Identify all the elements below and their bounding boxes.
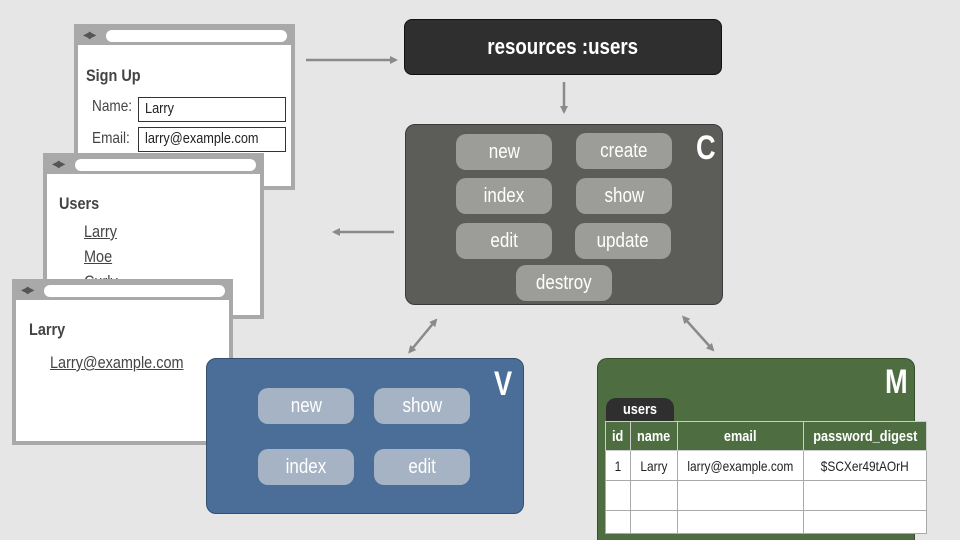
table-cell	[605, 510, 631, 534]
address-bar[interactable]	[44, 285, 225, 297]
browser-toolbar: ◀▶	[16, 283, 229, 300]
name-field-value: Larry	[145, 100, 175, 117]
back-forward-icon[interactable]: ◀▶	[52, 159, 65, 170]
table-cell	[802, 510, 928, 534]
users-table-tab: users	[606, 398, 674, 422]
controller-letter: C	[696, 129, 716, 167]
action-new[interactable]: new	[456, 134, 552, 170]
email-field[interactable]: larry@example.com	[138, 127, 286, 152]
controller-panel: C new create index show edit update dest…	[405, 124, 723, 305]
name-label: Name:	[92, 98, 133, 115]
table-cell: larry@example.com	[677, 450, 804, 481]
view-panel: V new show index edit	[206, 358, 524, 514]
arrow-controller-view	[408, 318, 438, 354]
name-field[interactable]: Larry	[138, 97, 286, 122]
table-cell: 1	[605, 450, 631, 481]
users-title: Users	[59, 194, 100, 213]
action-create[interactable]: create	[576, 133, 672, 169]
column-header: password_digest	[802, 421, 928, 451]
table-row: 1 Larry larry@example.com $SCXer49tAOrH	[605, 450, 928, 481]
column-header: name	[630, 421, 678, 451]
view-new[interactable]: new	[258, 388, 354, 424]
users-table: id name email password_digest 1 Larry la…	[605, 421, 928, 534]
column-header: id	[605, 421, 631, 451]
address-bar[interactable]	[106, 30, 287, 42]
model-letter: M	[885, 363, 908, 401]
view-index[interactable]: index	[258, 449, 354, 485]
email-field-value: larry@example.com	[145, 130, 259, 147]
table-row	[605, 510, 928, 534]
view-letter: V	[494, 365, 513, 403]
user-link-moe[interactable]: Moe	[84, 247, 113, 266]
action-edit[interactable]: edit	[456, 223, 552, 259]
user-email-link[interactable]: Larry@example.com	[50, 353, 184, 372]
table-cell	[630, 510, 678, 534]
routes-resources-box: resources :users	[404, 19, 722, 75]
user-name-heading: Larry	[29, 320, 66, 339]
action-index[interactable]: index	[456, 178, 552, 214]
table-header-row: id name email password_digest	[605, 421, 928, 451]
resources-label: resources :users	[487, 34, 639, 59]
table-cell	[802, 480, 928, 511]
table-cell: Larry	[630, 450, 678, 481]
browser-toolbar: ◀▶	[78, 28, 291, 45]
back-forward-icon[interactable]: ◀▶	[21, 285, 34, 296]
column-header: email	[677, 421, 804, 451]
table-cell	[677, 480, 804, 511]
table-cell	[605, 480, 631, 511]
table-row	[605, 480, 928, 511]
user-link-larry[interactable]: Larry	[84, 222, 117, 241]
action-destroy[interactable]: destroy	[516, 265, 612, 301]
back-forward-icon[interactable]: ◀▶	[83, 30, 96, 41]
email-label: Email:	[92, 130, 130, 147]
arrow-controller-model	[681, 315, 715, 352]
view-show[interactable]: show	[374, 388, 470, 424]
view-edit[interactable]: edit	[374, 449, 470, 485]
signup-browser-window: ◀▶ Sign Up Name: Larry Email: larry@exam…	[74, 24, 295, 190]
table-cell	[677, 510, 804, 534]
browser-toolbar: ◀▶	[47, 157, 260, 174]
address-bar[interactable]	[75, 159, 256, 171]
table-cell	[630, 480, 678, 511]
table-cell: $SCXer49tAOrH	[802, 450, 928, 481]
show-browser-window: ◀▶ Larry Larry@example.com	[12, 279, 233, 445]
action-update[interactable]: update	[575, 223, 671, 259]
action-show[interactable]: show	[576, 178, 672, 214]
signup-title: Sign Up	[86, 66, 141, 85]
